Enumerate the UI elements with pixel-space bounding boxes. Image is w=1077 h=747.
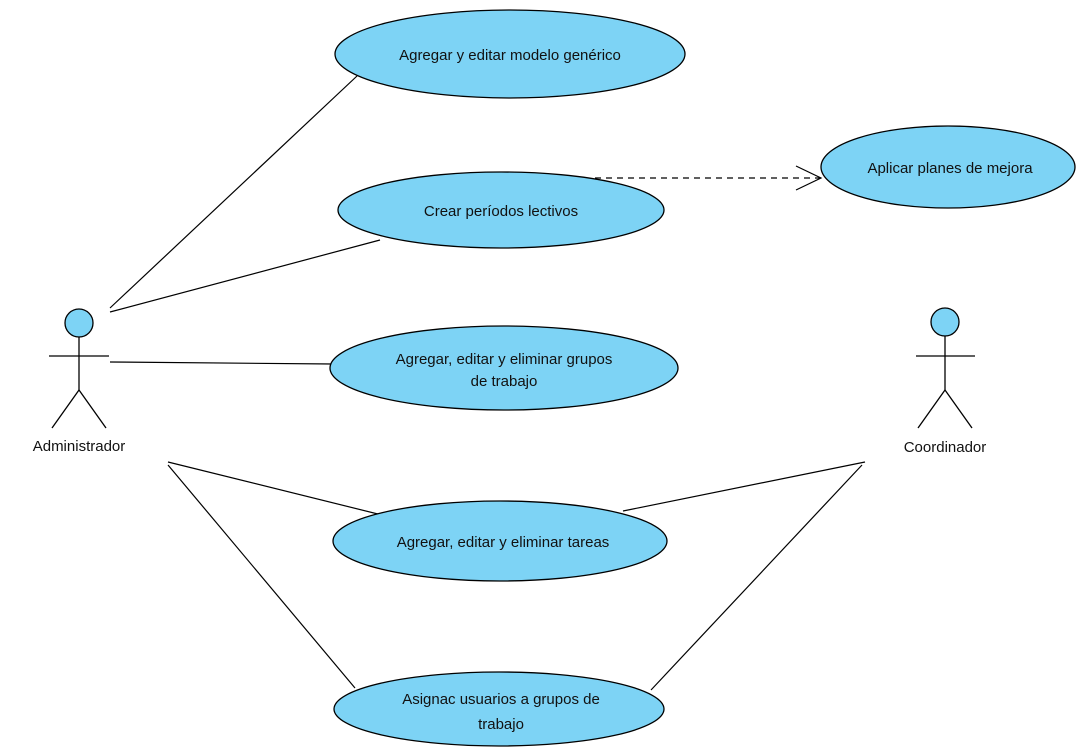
use-case-asignar-usuarios[interactable]: Asignac usuarios a grupos de trabajo: [333, 671, 665, 747]
use-case-shape: [333, 671, 665, 747]
use-case-label: Crear períodos lectivos: [424, 203, 578, 220]
use-case-tareas[interactable]: Agregar, editar y eliminar tareas: [332, 500, 668, 582]
use-case-label-line1: Asignac usuarios a grupos de: [402, 691, 600, 708]
use-case-aplicar-planes[interactable]: Aplicar planes de mejora: [820, 125, 1076, 209]
use-case-label: Aplicar planes de mejora: [867, 160, 1033, 177]
actor-label: Administrador: [33, 438, 126, 455]
use-case-shape: [337, 171, 665, 249]
actor-head-icon: [930, 307, 960, 337]
use-case-label: Agregar, editar y eliminar tareas: [397, 534, 610, 551]
actor-coordinador[interactable]: Coordinador: [904, 307, 987, 456]
use-case-shape: [334, 9, 686, 99]
use-case-agregar-editar-modelo[interactable]: Agregar y editar modelo genérico: [334, 9, 686, 99]
association-admin-uc5: [167, 461, 383, 516]
association-coord-uc6: [650, 464, 863, 691]
use-case-label-line2: de trabajo: [471, 373, 538, 390]
use-case-grupos-trabajo[interactable]: Agregar, editar y eliminar grupos de tra…: [329, 325, 679, 411]
actor-right-leg: [944, 389, 973, 429]
use-case-label-line2: trabajo: [478, 716, 524, 733]
use-case-shape: [329, 325, 679, 411]
association-admin-uc2: [109, 239, 381, 313]
actor-administrador[interactable]: Administrador: [33, 308, 126, 455]
actor-right-leg: [78, 389, 107, 429]
association-admin-uc4: [109, 361, 334, 365]
use-case-crear-periodos[interactable]: Crear períodos lectivos: [337, 171, 665, 249]
actor-left-leg: [51, 389, 80, 429]
actor-label: Coordinador: [904, 439, 987, 456]
actor-left-leg: [917, 389, 946, 429]
use-case-shape: [332, 500, 668, 582]
use-case-label: Agregar y editar modelo genérico: [399, 47, 621, 64]
actor-head-icon: [64, 308, 94, 338]
association-admin-uc1: [109, 75, 358, 309]
use-case-label-line1: Agregar, editar y eliminar grupos: [396, 351, 613, 368]
association-coord-uc5: [622, 461, 866, 512]
use-case-shape: [820, 125, 1076, 209]
dependency-arrowhead: [795, 165, 823, 191]
association-admin-uc6: [167, 464, 356, 689]
